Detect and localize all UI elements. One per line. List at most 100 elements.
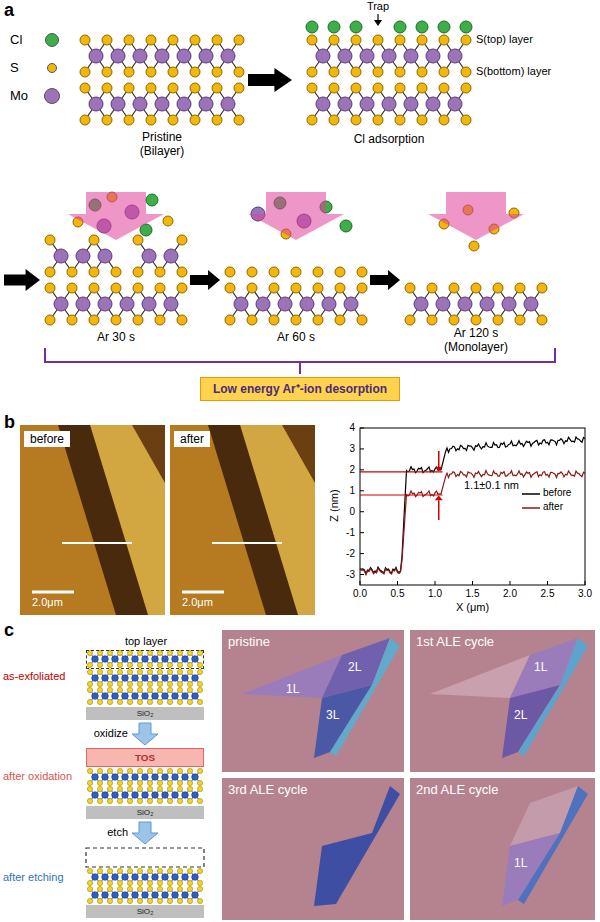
afm-trench (132, 425, 165, 483)
atom (67, 283, 77, 293)
atom (92, 675, 99, 682)
atom (137, 669, 142, 674)
atom (291, 283, 301, 293)
panel-letter: b (4, 412, 15, 434)
atom (117, 880, 122, 885)
atom (493, 283, 503, 293)
atom (212, 115, 222, 125)
atom (167, 780, 172, 785)
atom (147, 699, 152, 704)
atom (395, 67, 405, 77)
atom (137, 868, 142, 873)
text-holder: 0 (349, 506, 355, 518)
atom (307, 115, 317, 125)
atom (177, 786, 182, 791)
atom (197, 868, 202, 873)
atom (117, 669, 122, 674)
atom (197, 662, 202, 667)
atom (111, 267, 121, 277)
atom (152, 892, 159, 899)
tick (435, 581, 436, 585)
photo-ground (222, 778, 404, 920)
layer-count: 2L (514, 708, 527, 722)
panel-c-illustration (86, 630, 595, 920)
atom (448, 97, 462, 111)
atom (192, 792, 199, 799)
atom (137, 687, 142, 692)
atom (127, 798, 132, 803)
atom (182, 656, 189, 663)
atom (177, 898, 182, 903)
mos2-layer (307, 35, 471, 77)
atom (357, 315, 367, 325)
atom (524, 297, 538, 311)
atom (167, 886, 172, 891)
annotation: S(top) layer (476, 33, 533, 46)
atom (395, 35, 405, 45)
atom (147, 681, 152, 686)
afm-image: 2.0μmbefore (20, 425, 165, 615)
atom (291, 315, 301, 325)
annotation: Pristine (Bilayer) (122, 130, 202, 159)
atom (197, 687, 202, 692)
atom (278, 297, 292, 311)
atom (146, 67, 156, 77)
atom (147, 880, 152, 885)
atom (471, 283, 481, 293)
mos2-layer (87, 786, 202, 803)
atom (192, 774, 199, 781)
text-holder: 1 (349, 485, 355, 497)
layer-count: 3L (326, 708, 339, 722)
atom (155, 49, 169, 63)
atom (142, 874, 149, 881)
atom (493, 315, 503, 325)
atom (97, 868, 102, 873)
text-holder: 1.0 (428, 588, 442, 600)
annotation: 2 (349, 464, 355, 476)
atom (187, 886, 192, 891)
atom (357, 267, 367, 277)
atom (98, 249, 112, 263)
text-holder: Pristine (Bilayer) (122, 130, 202, 159)
text-holder: Trap (367, 0, 389, 13)
atom (438, 21, 450, 33)
annotation: -2 (346, 548, 355, 560)
atom (182, 774, 189, 781)
tick (360, 581, 361, 585)
tick (360, 511, 364, 512)
atom (187, 898, 192, 903)
afm-image: 2.0μmafter (170, 425, 315, 615)
atom (102, 874, 109, 881)
atom (127, 662, 132, 667)
atom (45, 283, 55, 293)
annotation: 3.0 (578, 588, 592, 600)
photo-ground (222, 630, 404, 772)
annotation: 1.0 (428, 588, 442, 600)
annotation: as-exfoliated (3, 670, 65, 683)
atom (102, 67, 112, 77)
atom (137, 650, 142, 655)
atom (427, 283, 437, 293)
image-title: pristine (228, 634, 270, 650)
mos2-layer (225, 267, 367, 277)
atom (168, 115, 178, 125)
atom (177, 49, 191, 63)
atom (187, 768, 192, 773)
afm-ground (20, 425, 165, 615)
atom (107, 868, 112, 873)
atom (197, 780, 202, 785)
atom (107, 898, 112, 903)
text-holder: Ar 60 s (277, 330, 315, 344)
panel-a-illustration (4, 14, 555, 374)
atom (132, 874, 139, 881)
trap-pointer (377, 14, 378, 21)
text-holder: 2.0μm (182, 596, 213, 609)
process-box: Low energy Ar⁺-ion desorption (200, 377, 400, 401)
atom (458, 297, 472, 311)
mos2-layer (307, 83, 471, 125)
atom (197, 768, 202, 773)
tick (472, 581, 473, 585)
text-holder: 0.0 (353, 588, 367, 600)
atom (97, 786, 102, 791)
atom (439, 67, 449, 77)
